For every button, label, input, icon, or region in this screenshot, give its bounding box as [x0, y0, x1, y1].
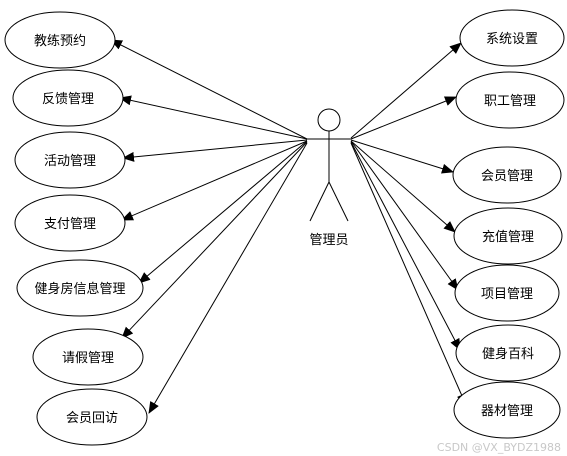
right-use-cases [452, 9, 565, 439]
left-use-cases [4, 11, 148, 446]
use-case-ellipse[interactable] [36, 388, 148, 446]
use-case-ellipse[interactable] [459, 9, 565, 67]
use-case-ellipse[interactable] [16, 259, 144, 317]
assoc-left-5 [138, 140, 308, 284]
actor-left-leg [309, 181, 330, 222]
use-case-label-recharge: 充值管理 [482, 229, 534, 245]
use-case-ellipse[interactable] [32, 328, 144, 386]
actor-head [317, 108, 341, 132]
use-case-ellipse[interactable] [453, 207, 563, 265]
assoc-left-1 [110, 39, 308, 140]
assoc-right-2 [350, 96, 457, 140]
use-case-label-feedback: 反馈管理 [42, 92, 94, 107]
assoc-left-3 [122, 139, 308, 162]
use-case-ellipse[interactable] [454, 264, 560, 322]
actor-figure [307, 108, 351, 222]
right-use-case-labels: 系统设置 职工管理 会员管理 充值管理 项目管理 健身百科 器材管理 [481, 32, 538, 419]
use-case-label-staff: 职工管理 [484, 94, 536, 109]
association-lines [110, 39, 467, 414]
assoc-left-2 [119, 95, 308, 140]
use-case-ellipse[interactable] [14, 131, 126, 189]
assoc-right-6 [350, 141, 461, 351]
actor-label: 管理员 [309, 233, 348, 248]
left-use-case-labels: 教练预约 反馈管理 活动管理 支付管理 健身房信息管理 请假管理 会员回访 [34, 33, 126, 426]
assoc-left-4 [121, 140, 308, 221]
use-case-label-leave: 请假管理 [62, 351, 114, 366]
use-case-ellipse[interactable] [4, 11, 116, 69]
use-case-label-payment: 支付管理 [44, 217, 96, 232]
use-case-label-system-settings: 系统设置 [486, 32, 538, 47]
use-case-ellipse[interactable] [14, 194, 126, 252]
assoc-right-1 [350, 42, 462, 139]
assoc-left-7 [148, 142, 308, 414]
use-case-label-activity: 活动管理 [44, 154, 96, 169]
use-case-label-gym-info: 健身房信息管理 [34, 281, 125, 297]
use-case-ellipse[interactable] [455, 71, 565, 129]
watermark: CSDN @VX_BYDZ1988 [436, 441, 561, 454]
assoc-right-4 [350, 140, 456, 233]
use-case-label-coach-booking: 教练预约 [34, 33, 86, 49]
use-case-label-member: 会员管理 [481, 169, 533, 184]
use-case-label-project: 项目管理 [481, 287, 533, 302]
use-case-ellipse[interactable] [12, 69, 124, 127]
assoc-right-7 [350, 142, 467, 406]
assoc-right-5 [350, 140, 459, 291]
assoc-left-6 [121, 141, 308, 339]
use-case-label-equipment: 器材管理 [481, 404, 533, 419]
use-case-ellipse[interactable] [452, 146, 562, 204]
use-case-ellipse[interactable] [455, 324, 561, 382]
use-case-label-member-revisit: 会员回访 [66, 411, 118, 426]
use-case-label-fitness-wiki: 健身百科 [482, 346, 534, 362]
use-case-ellipse[interactable] [453, 381, 561, 439]
actor-right-leg [328, 181, 349, 222]
assoc-right-3 [350, 139, 454, 174]
